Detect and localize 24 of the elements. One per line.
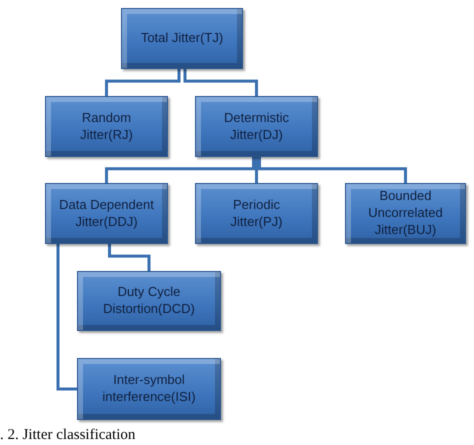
process-box xyxy=(345,183,466,244)
box-label: Total Jitter(TJ) xyxy=(140,30,224,47)
process-box xyxy=(195,183,318,244)
connector-line xyxy=(108,244,150,271)
box-label: Duty Cycle Distortion(DCD) xyxy=(102,284,196,318)
process-box xyxy=(121,8,243,69)
box-label: Bounded Uncorrelated Jitter(BUJ) xyxy=(367,188,444,239)
process-box xyxy=(195,96,318,157)
connector-line xyxy=(105,69,180,96)
box-label: Data Dependent Jitter(DDJ) xyxy=(58,196,155,230)
process-box xyxy=(45,96,168,157)
connector-line xyxy=(184,69,258,96)
connector-line xyxy=(105,157,255,183)
box-label: Random Jitter(RJ) xyxy=(79,110,134,144)
connector-line xyxy=(258,157,407,183)
box-label: Determistic Jitter(DJ) xyxy=(222,110,290,144)
figure-caption: . 2. Jitter classification xyxy=(0,427,136,444)
connector-line xyxy=(255,157,258,183)
box-label: Periodic Jitter(PJ) xyxy=(230,196,284,230)
box-label: Inter-symbol interference(ISI) xyxy=(101,372,197,406)
process-box xyxy=(77,358,221,420)
process-box xyxy=(45,183,168,244)
process-box xyxy=(77,271,221,331)
connector-line xyxy=(56,244,77,390)
